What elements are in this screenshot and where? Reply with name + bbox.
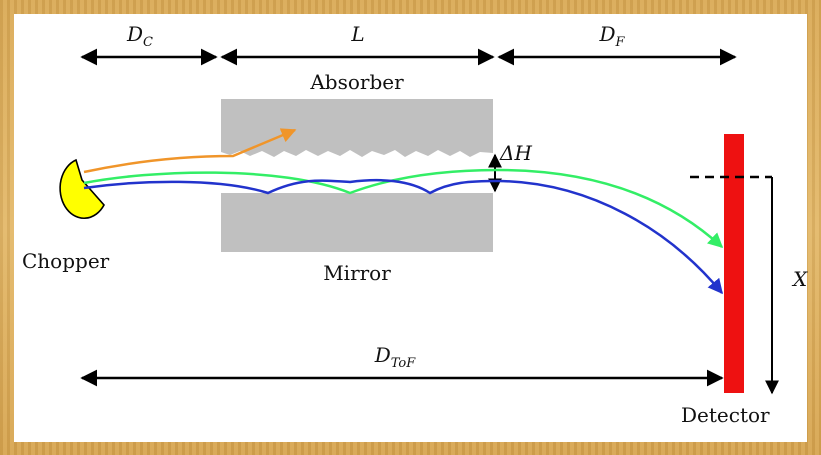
absorber-block <box>221 99 493 157</box>
trajectory-green <box>83 168 724 249</box>
trajectory-orange <box>83 128 297 174</box>
x-label: X <box>791 267 808 291</box>
dtof-label: DToF <box>374 343 417 371</box>
absorber-label: Absorber <box>309 70 404 94</box>
df-label: DF <box>598 22 625 50</box>
trajectory-blue <box>83 178 723 295</box>
mirror-block <box>221 193 493 252</box>
detector-label: Detector <box>681 403 770 427</box>
detector-bar <box>724 134 744 393</box>
chopper-icon <box>59 158 105 219</box>
dc-label: DC <box>126 22 153 50</box>
chopper-label: Chopper <box>22 249 110 273</box>
l-label: L <box>350 22 364 46</box>
delta-h-label: ΔH <box>499 141 532 165</box>
mirror-label: Mirror <box>323 261 391 285</box>
